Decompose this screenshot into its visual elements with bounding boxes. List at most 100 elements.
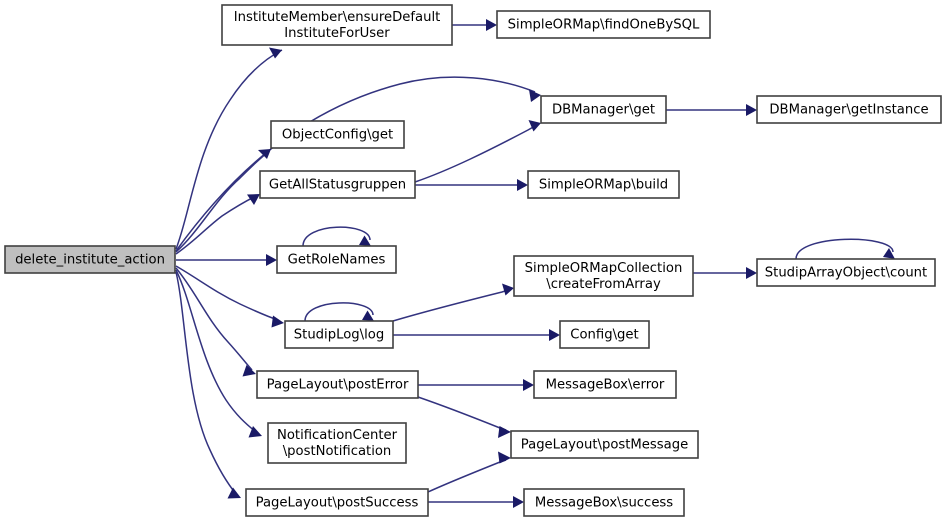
node-box-get_role_names[interactable]: [276, 245, 397, 274]
arrowhead-icon: [549, 329, 560, 341]
node-label-post_notification: NotificationCenter\postNotification: [277, 428, 398, 459]
edge-studiplog_log-to-create_from_array: [392, 283, 514, 322]
node-label-messagebox_success: MessageBox\success: [535, 496, 673, 511]
arrowhead-icon: [529, 89, 541, 102]
edge-dbmanager_get-to-dbmanager_getinstance: [666, 104, 757, 116]
edge-delete_institute_action-to-studiplog_log: [175, 265, 284, 328]
node-box-post_error[interactable]: [256, 370, 419, 399]
arrowhead-icon: [362, 310, 374, 321]
edges-layer: [175, 19, 895, 508]
node-get_all_statusgruppen[interactable]: GetAllStatusgruppen: [259, 170, 416, 199]
edge-delete_institute_action-to-dbmanager_get: [175, 76, 541, 252]
node-label-objectconfig_get: ObjectConfig\get: [282, 128, 393, 143]
arrowhead-icon: [258, 149, 271, 159]
node-box-messagebox_success[interactable]: [523, 488, 685, 517]
node-messagebox_success[interactable]: MessageBox\success: [523, 488, 685, 517]
arrowhead-icon: [266, 254, 277, 266]
edge-delete_institute_action-to-post_notification: [175, 269, 262, 438]
node-messagebox_error[interactable]: MessageBox\error: [533, 370, 677, 399]
arrowhead-icon: [517, 179, 528, 191]
node-post_error[interactable]: PageLayout\postError: [256, 370, 419, 399]
node-post_notification[interactable]: NotificationCenter\postNotification: [267, 422, 407, 464]
arrowhead-icon: [498, 451, 511, 464]
node-box-ensure_default_institute[interactable]: [221, 4, 453, 46]
node-studip_array_count[interactable]: StudipArrayObject\count: [756, 258, 936, 287]
edge-create_from_array-to-studip_array_count: [693, 267, 757, 279]
node-post_success[interactable]: PageLayout\postSuccess: [245, 488, 429, 517]
node-box-find_one_by_sql[interactable]: [496, 10, 711, 39]
node-box-post_success[interactable]: [245, 488, 429, 517]
arrowhead-icon: [248, 426, 262, 438]
node-dbmanager_get[interactable]: DBManager\get: [540, 95, 667, 124]
node-label-get_all_statusgruppen: GetAllStatusgruppen: [269, 178, 406, 193]
node-box-create_from_array[interactable]: [513, 255, 694, 297]
node-find_one_by_sql[interactable]: SimpleORMap\findOneBySQL: [496, 10, 711, 39]
edge-ensure_default_institute-to-find_one_by_sql: [452, 19, 497, 31]
node-studiplog_log[interactable]: StudipLog\log: [284, 320, 394, 349]
node-box-dbmanager_get[interactable]: [540, 95, 667, 124]
edge-delete_institute_action-to-post_success: [175, 271, 241, 499]
node-box-messagebox_error[interactable]: [533, 370, 677, 399]
arrowhead-icon: [513, 496, 524, 508]
node-label-dbmanager_get: DBManager\get: [552, 103, 655, 118]
node-label-dbmanager_getinstance: DBManager\getInstance: [769, 103, 928, 118]
arrowhead-icon: [271, 315, 284, 328]
node-box-studip_array_count[interactable]: [756, 258, 936, 287]
edge-post_error-to-post_message: [417, 396, 511, 438]
node-label-post_message: PageLayout\postMessage: [521, 438, 688, 453]
edge-post_error-to-messagebox_error: [418, 379, 534, 391]
node-objectconfig_get[interactable]: ObjectConfig\get: [270, 120, 405, 149]
arrowhead-icon: [746, 104, 757, 116]
edge-get_all_statusgruppen-to-simpleormap_build: [415, 179, 528, 191]
arrowhead-icon: [746, 267, 757, 279]
node-simpleormap_build[interactable]: SimpleORMap\build: [527, 170, 680, 199]
arrowhead-icon: [359, 235, 371, 246]
node-label-config_get: Config\get: [570, 328, 638, 343]
node-post_message[interactable]: PageLayout\postMessage: [510, 430, 699, 459]
arrowhead-icon: [528, 120, 541, 132]
node-dbmanager_getinstance[interactable]: DBManager\getInstance: [756, 95, 942, 124]
node-delete_institute_action[interactable]: delete_institute_action: [4, 245, 176, 274]
node-label-post_error: PageLayout\postError: [267, 378, 409, 393]
arrowhead-icon: [227, 487, 241, 499]
arrowhead-icon: [247, 194, 260, 205]
node-label-post_success: PageLayout\postSuccess: [256, 496, 419, 511]
arrowhead-icon: [883, 248, 895, 259]
node-label-simpleormap_build: SimpleORMap\build: [539, 178, 668, 193]
arrowhead-icon: [523, 379, 534, 391]
edge-delete_institute_action-to-objectconfig_get: [175, 149, 271, 253]
edge-studip_array_count-to-studip_array_count: [795, 238, 895, 260]
edge-studiplog_log-to-config_get: [393, 329, 560, 341]
arrowhead-icon: [269, 47, 282, 59]
node-box-config_get[interactable]: [559, 320, 650, 349]
arrowhead-icon: [486, 19, 497, 31]
node-box-get_all_statusgruppen[interactable]: [259, 170, 416, 199]
edge-delete_institute_action-to-get_all_statusgruppen: [175, 194, 260, 255]
node-config_get[interactable]: Config\get: [559, 320, 650, 349]
node-box-objectconfig_get[interactable]: [270, 120, 405, 149]
node-box-dbmanager_getinstance[interactable]: [756, 95, 942, 124]
edge-delete_institute_action-to-post_error: [175, 267, 256, 377]
arrowhead-icon: [242, 365, 256, 377]
edge-studiplog_log-to-studiplog_log: [304, 302, 374, 322]
node-label-find_one_by_sql: SimpleORMap\findOneBySQL: [508, 18, 700, 33]
edge-get_role_names-to-get_role_names: [302, 226, 371, 247]
node-label-delete_institute_action: delete_institute_action: [15, 253, 165, 268]
node-box-delete_institute_action[interactable]: [4, 245, 176, 274]
node-box-post_notification[interactable]: [267, 422, 407, 464]
node-label-get_role_names: GetRoleNames: [288, 253, 386, 268]
node-box-post_message[interactable]: [510, 430, 699, 459]
node-box-studiplog_log[interactable]: [284, 320, 394, 349]
edge-post_success-to-post_message: [427, 451, 511, 493]
node-box-simpleormap_build[interactable]: [527, 170, 680, 199]
node-create_from_array[interactable]: SimpleORMapCollection\createFromArray: [513, 255, 694, 297]
node-label-create_from_array: SimpleORMapCollection\createFromArray: [525, 261, 683, 292]
edge-get_all_statusgruppen-to-dbmanager_get: [414, 120, 541, 183]
nodes-layer: delete_institute_action InstituteMember\e…: [4, 4, 942, 517]
node-get_role_names[interactable]: GetRoleNames: [276, 245, 397, 274]
node-label-messagebox_error: MessageBox\error: [546, 378, 665, 393]
arrowhead-icon: [502, 283, 514, 296]
